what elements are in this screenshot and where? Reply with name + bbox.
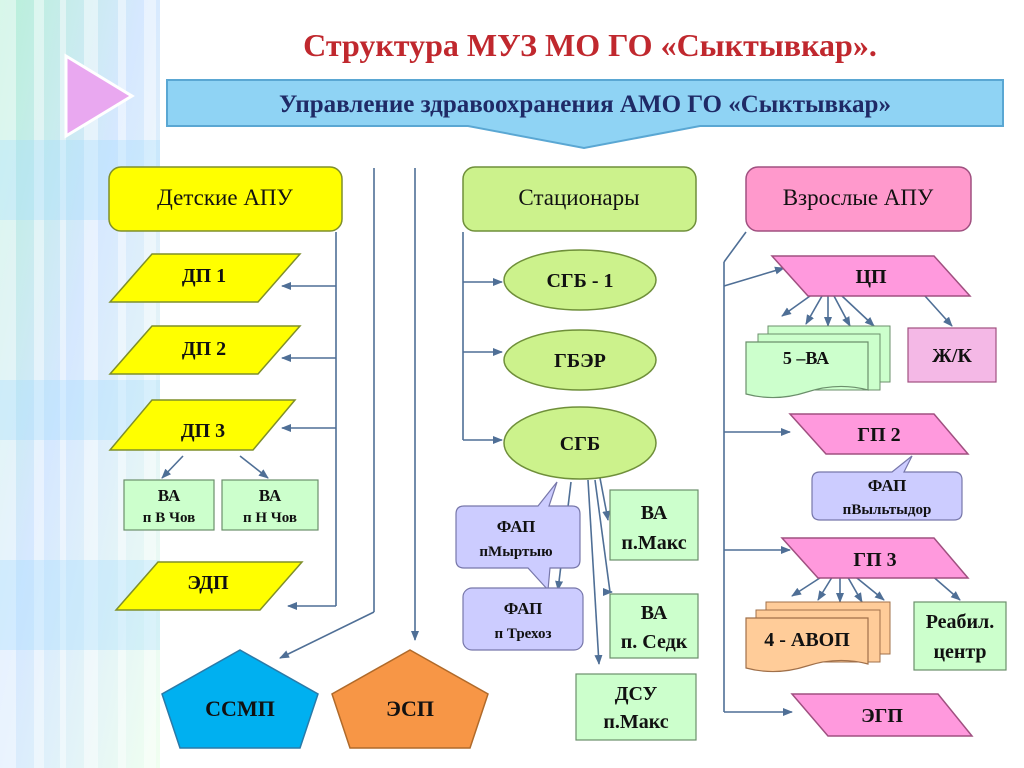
svg-text:ФАП: ФАП (868, 476, 907, 495)
svg-text:ГП 3: ГП 3 (853, 549, 896, 571)
unit-dp-2[interactable]: ДП 2 (108, 325, 302, 375)
unit-cp[interactable]: ЦП (770, 255, 972, 297)
svg-text:Стационары: Стационары (518, 185, 639, 210)
unit-sgb[interactable]: СГБ (503, 406, 657, 480)
svg-text:Реабил.: Реабил. (926, 611, 995, 633)
svg-text:Ж/К: Ж/К (932, 345, 972, 367)
header-title: Управление здравоохранения АМО ГО «Сыкты… (279, 91, 891, 118)
page-title: Структура МУЗ МО ГО «Сыктывкар». (303, 27, 877, 63)
unit-fap-trekhoz[interactable]: ФАП п Трехоз (462, 587, 584, 651)
unit-esp[interactable]: ЭСП (331, 649, 489, 749)
svg-text:ГБЭР: ГБЭР (554, 350, 606, 372)
svg-text:4 - АВОП: 4 - АВОП (764, 629, 850, 651)
svg-text:ЭГП: ЭГП (861, 705, 903, 727)
unit-va-n-chov[interactable]: ВА п Н Чов (221, 479, 319, 531)
svg-text:ДП 2: ДП 2 (182, 338, 226, 360)
column-adult-apu[interactable]: Взрослые АПУ (745, 166, 972, 232)
unit-fap-myrtyu[interactable]: ФАП пМыртыю (455, 481, 581, 592)
unit-dsu-maks[interactable]: ДСУ п.Макс (575, 673, 697, 741)
unit-va-v-chov[interactable]: ВА п В Чов (123, 479, 215, 531)
svg-text:п Трехоз: п Трехоз (495, 626, 552, 642)
svg-text:п.Макс: п.Макс (603, 711, 668, 733)
svg-text:ДП 3: ДП 3 (181, 420, 225, 442)
unit-sgb-1[interactable]: СГБ - 1 (503, 249, 657, 311)
unit-gber[interactable]: ГБЭР (503, 329, 657, 391)
svg-text:ФАП: ФАП (497, 517, 536, 536)
svg-text:центр: центр (933, 641, 986, 663)
connectors (161, 168, 961, 716)
svg-text:СГБ: СГБ (560, 433, 600, 455)
unit-dp-1[interactable]: ДП 1 (108, 253, 302, 303)
svg-text:п.Макс: п.Макс (621, 532, 686, 554)
svg-text:ВА: ВА (259, 486, 282, 505)
unit-edp[interactable]: ЭДП (114, 561, 304, 611)
svg-text:Взрослые АПУ: Взрослые АПУ (783, 185, 934, 210)
unit-gp-2[interactable]: ГП 2 (788, 413, 970, 455)
column-hospitals[interactable]: Стационары (462, 166, 697, 232)
unit-va-maks[interactable]: ВА п.Макс (609, 489, 699, 561)
svg-text:ГП 2: ГП 2 (857, 424, 900, 446)
svg-text:ВА: ВА (641, 502, 668, 524)
unit-ssmp[interactable]: ССМП (161, 649, 319, 749)
svg-text:п. Седк: п. Седк (621, 631, 688, 653)
column-children-apu[interactable]: Детские АПУ (108, 166, 343, 232)
svg-text:пВыльтыдор: пВыльтыдор (843, 502, 932, 518)
unit-fap-vyltydor[interactable]: ФАП пВыльтыдор (811, 455, 963, 521)
header-banner: Управление здравоохранения АМО ГО «Сыкты… (166, 79, 1004, 150)
svg-text:ЭСП: ЭСП (386, 696, 434, 721)
svg-text:пМыртыю: пМыртыю (479, 544, 552, 560)
svg-text:Детские АПУ: Детские АПУ (157, 185, 293, 210)
svg-text:ЭДП: ЭДП (187, 572, 229, 594)
unit-5-va[interactable]: 5 –ВА (745, 325, 891, 399)
unit-4-avop[interactable]: 4 - АВОП (745, 601, 891, 673)
play-triangle-icon (64, 53, 135, 139)
svg-text:СГБ - 1: СГБ - 1 (546, 270, 613, 292)
unit-egp[interactable]: ЭГП (790, 693, 974, 737)
svg-text:п В Чов: п В Чов (143, 510, 195, 526)
unit-rehab-center[interactable]: Реабил. центр (913, 601, 1007, 671)
svg-text:ССМП: ССМП (205, 696, 275, 721)
svg-text:ФАП: ФАП (504, 599, 543, 618)
svg-text:ВА: ВА (641, 602, 668, 624)
svg-text:ДСУ: ДСУ (615, 683, 658, 705)
svg-text:ВА: ВА (158, 486, 181, 505)
svg-text:ДП 1: ДП 1 (182, 265, 226, 287)
unit-dp-3[interactable]: ДП 3 (108, 399, 297, 451)
unit-gp-3[interactable]: ГП 3 (780, 537, 970, 579)
unit-zh-k[interactable]: Ж/К (907, 327, 997, 383)
svg-text:п Н Чов: п Н Чов (243, 510, 297, 526)
svg-text:5 –ВА: 5 –ВА (783, 348, 829, 368)
svg-text:ЦП: ЦП (855, 266, 887, 288)
unit-va-sedk[interactable]: ВА п. Седк (609, 593, 699, 659)
